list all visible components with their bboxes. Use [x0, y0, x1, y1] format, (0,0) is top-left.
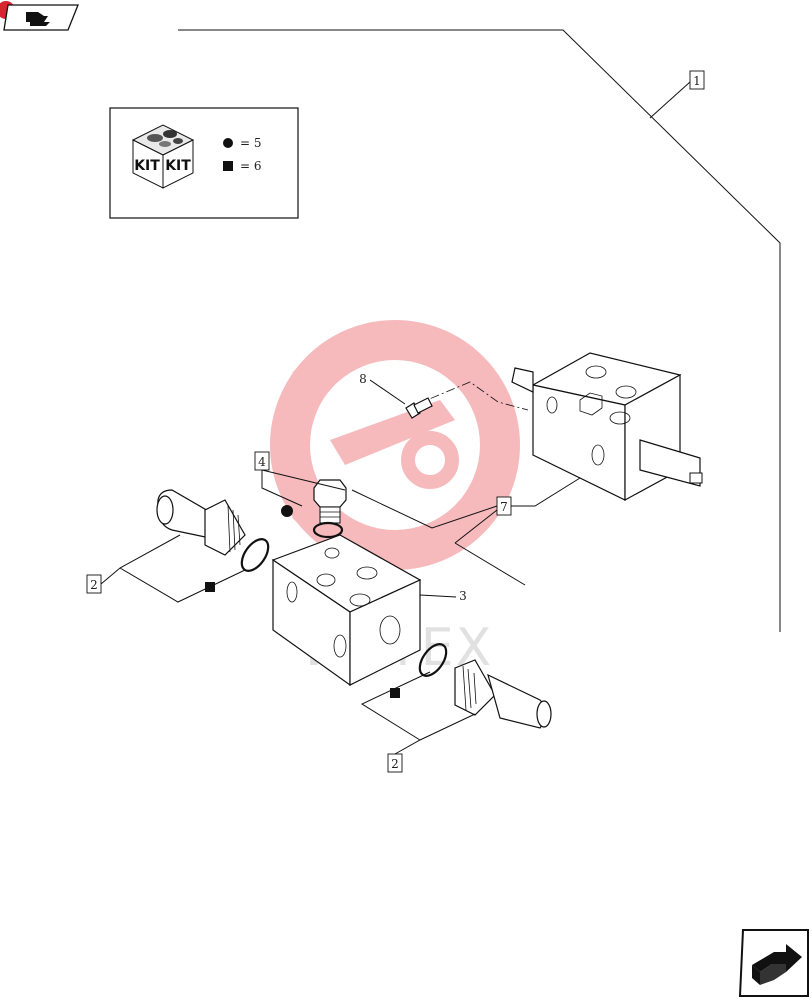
callout-8-label: 8 — [359, 372, 367, 386]
book-arrow-icon[interactable] — [0, 1, 79, 31]
callout-2-upper-label: 2 — [90, 578, 98, 592]
next-page-arrow-icon[interactable] — [738, 929, 809, 997]
plug-4 — [281, 479, 347, 539]
kit-legend-circle-text: = 5 — [240, 136, 262, 150]
callout-2-lower: 2 — [360, 671, 476, 773]
kit-label-right: KIT — [165, 158, 191, 174]
callout-3-label: 3 — [459, 589, 467, 603]
callout-2-lower-label: 2 — [391, 757, 399, 771]
fitting-2-upper — [156, 489, 270, 592]
kit-legend: KIT KIT = 5 = 6 — [109, 107, 299, 219]
kit-label-left: KIT — [134, 158, 160, 174]
screw-8: 8 — [359, 372, 529, 419]
kit-box-icon: KIT KIT — [131, 124, 195, 189]
kit-legend-square-text: = 6 — [240, 159, 262, 173]
kit-square-icon — [223, 161, 233, 171]
callout-4: 4 — [254, 451, 346, 507]
callout-7: 7 — [351, 477, 581, 586]
block-3: 3 — [271, 534, 467, 687]
kit-marker-square-lower — [390, 688, 400, 698]
assembly-bracket — [178, 29, 781, 632]
callout-2-upper: 2 — [86, 534, 246, 603]
callout-4-label: 4 — [258, 455, 266, 469]
kit-marker-circle — [281, 505, 293, 517]
callout-1-label: 1 — [693, 74, 701, 88]
callout-1: 1 — [689, 70, 705, 90]
valve-block-7 — [511, 352, 703, 502]
watermark-gear-icon — [270, 320, 520, 570]
kit-circle-icon — [223, 138, 233, 148]
callout-7-label: 7 — [500, 500, 508, 514]
fitting-2-lower — [390, 643, 552, 729]
